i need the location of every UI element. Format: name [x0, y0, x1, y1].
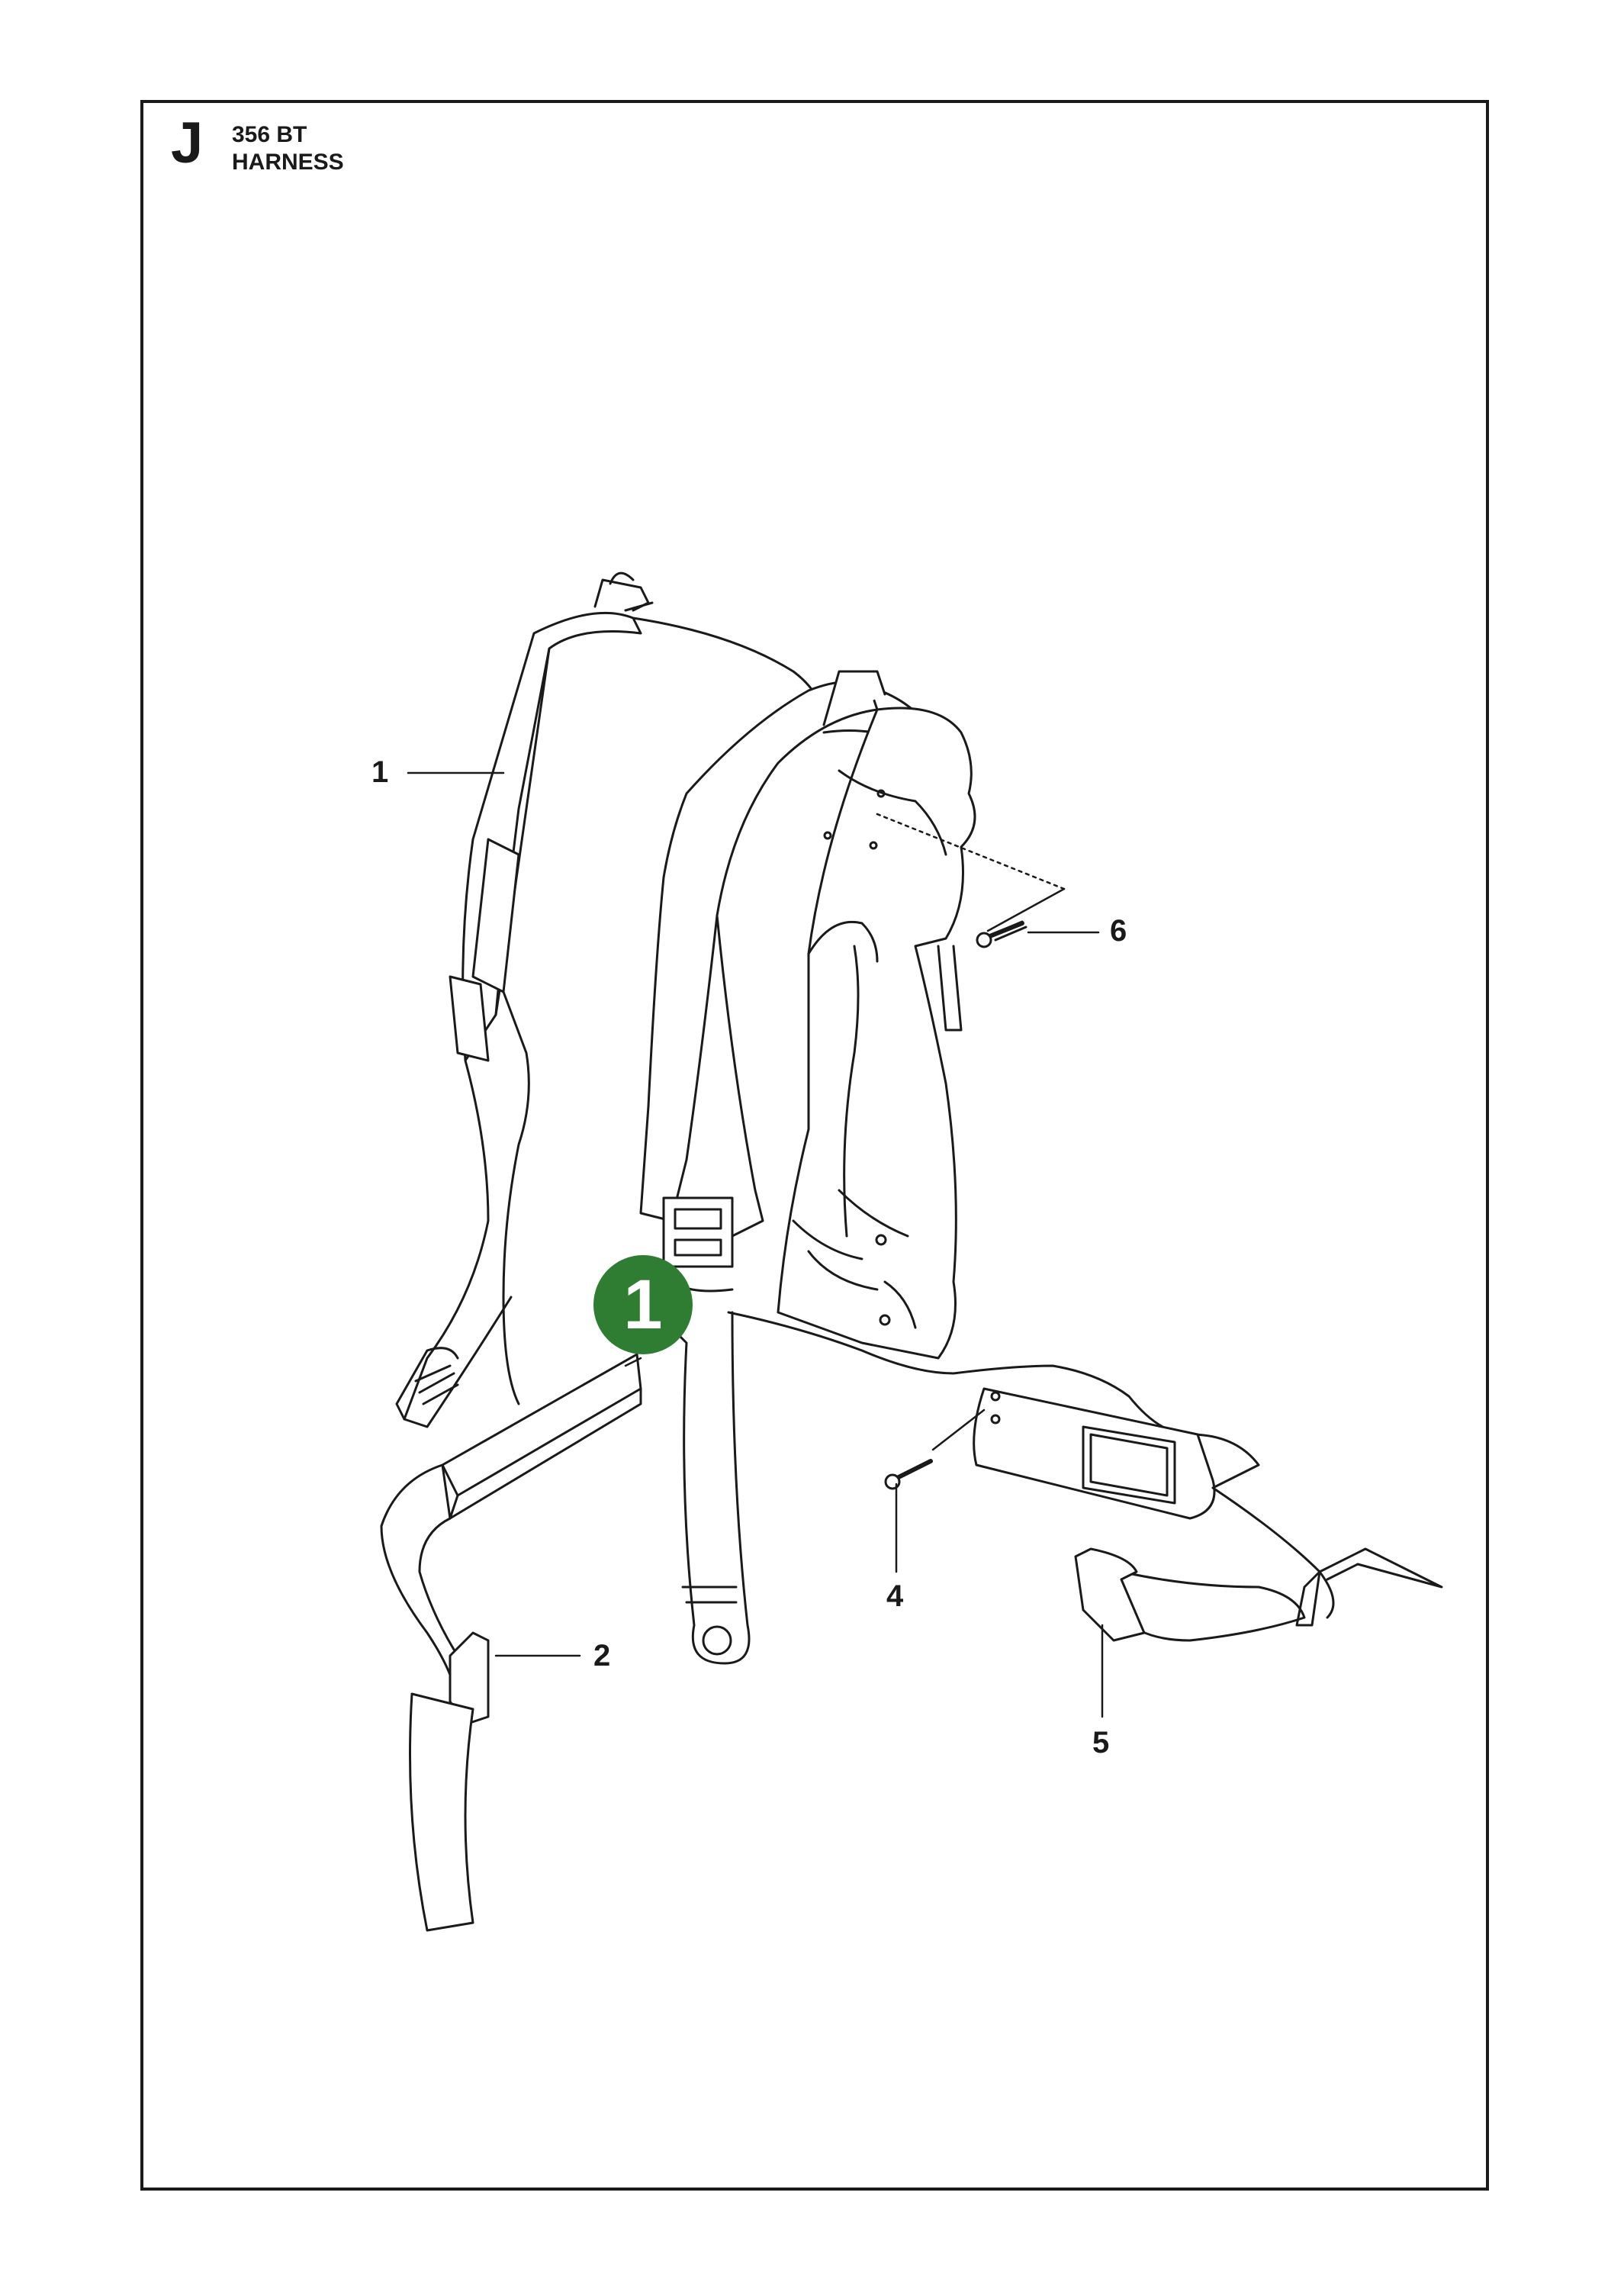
highlight-badge[interactable]: 1: [593, 1255, 693, 1354]
back-pad: [777, 707, 976, 1360]
screw-4: [884, 1459, 933, 1490]
callout-6: 6: [1110, 914, 1127, 948]
left-shoulder-strap: [395, 571, 654, 1428]
screw-6: [976, 920, 1027, 948]
assembly-title: HARNESS: [232, 150, 344, 175]
hip-belt: [727, 1311, 1443, 1642]
callout-5: 5: [1092, 1726, 1110, 1759]
left-waist-strap: [380, 1353, 642, 1932]
callout-2: 2: [593, 1639, 611, 1672]
leader-lines: [407, 771, 1104, 1718]
callout-1: 1: [371, 755, 389, 789]
model-title: 356 BT: [232, 122, 307, 147]
page-frame: [140, 100, 1489, 2191]
right-shoulder-strap: [632, 617, 932, 1665]
section-letter: J: [171, 111, 204, 175]
callout-4: 4: [886, 1579, 904, 1613]
